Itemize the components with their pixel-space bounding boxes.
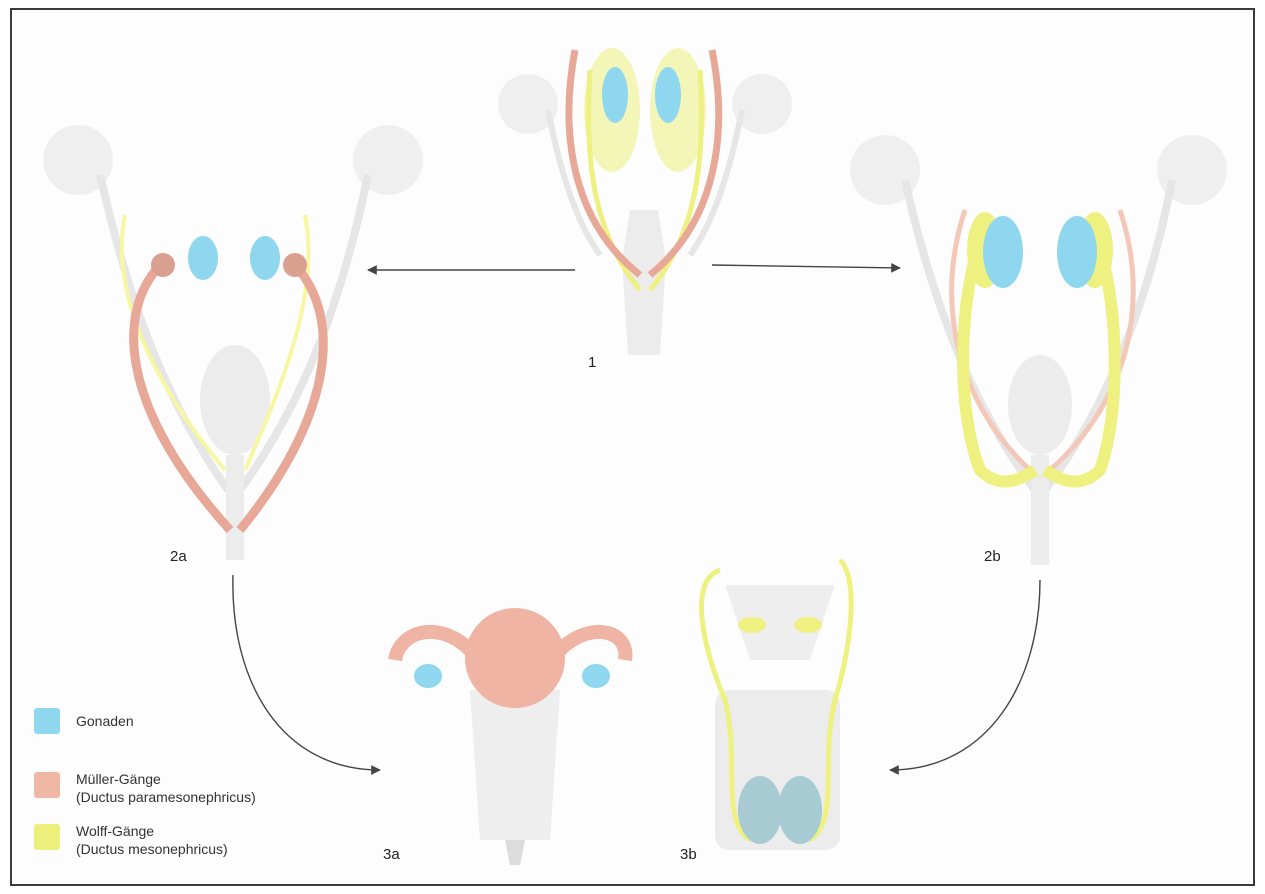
wolff-swatch <box>34 824 60 850</box>
arrow-to-3a <box>233 575 380 770</box>
seminal-vesicle-left <box>738 617 766 633</box>
bladder <box>1008 355 1072 455</box>
stage-label-2a: 2a <box>170 548 187 565</box>
vagina <box>470 690 560 840</box>
gonad-right <box>655 67 681 123</box>
oviduct-right <box>560 632 625 660</box>
ovary-right <box>582 664 610 688</box>
seminal-vesicle-right <box>794 617 822 633</box>
legend-sublabel-muller: (Ductus paramesonephricus) <box>76 788 256 806</box>
gonad-left <box>602 67 628 123</box>
female-intermediate-figure <box>43 125 423 560</box>
testis-right <box>778 776 822 844</box>
muller-swatch <box>34 772 60 798</box>
stage-label-2b: 2b <box>984 548 1001 565</box>
legend-label-muller: Müller-Gänge <box>76 770 161 788</box>
stage-label-3a: 3a <box>383 846 400 863</box>
testis-left <box>738 776 782 844</box>
arrow-to-3b <box>890 580 1040 770</box>
indifferent-stage-figure <box>498 48 792 355</box>
ovary-right <box>250 236 280 280</box>
arrow-to-2b <box>712 265 900 268</box>
male-adult-figure <box>701 560 851 850</box>
ovary-left <box>414 664 442 688</box>
uterus <box>465 608 565 708</box>
fimbria-right <box>283 253 307 277</box>
stage-label-3b: 3b <box>680 846 697 863</box>
urogenital-sinus <box>622 210 666 355</box>
ovary-left <box>188 236 218 280</box>
legend-label-gonads: Gonaden <box>76 712 134 730</box>
testis-right <box>1057 216 1097 288</box>
gonads-swatch <box>34 708 60 734</box>
male-intermediate-figure <box>850 135 1227 565</box>
testis-left <box>983 216 1023 288</box>
legend-label-wolff: Wolff-Gänge <box>76 822 154 840</box>
oviduct-left <box>395 632 470 660</box>
legend-sublabel-wolff: (Ductus mesonephricus) <box>76 840 228 858</box>
fimbria-left <box>151 253 175 277</box>
stage-label-1: 1 <box>588 354 596 371</box>
female-adult-figure <box>395 608 625 865</box>
